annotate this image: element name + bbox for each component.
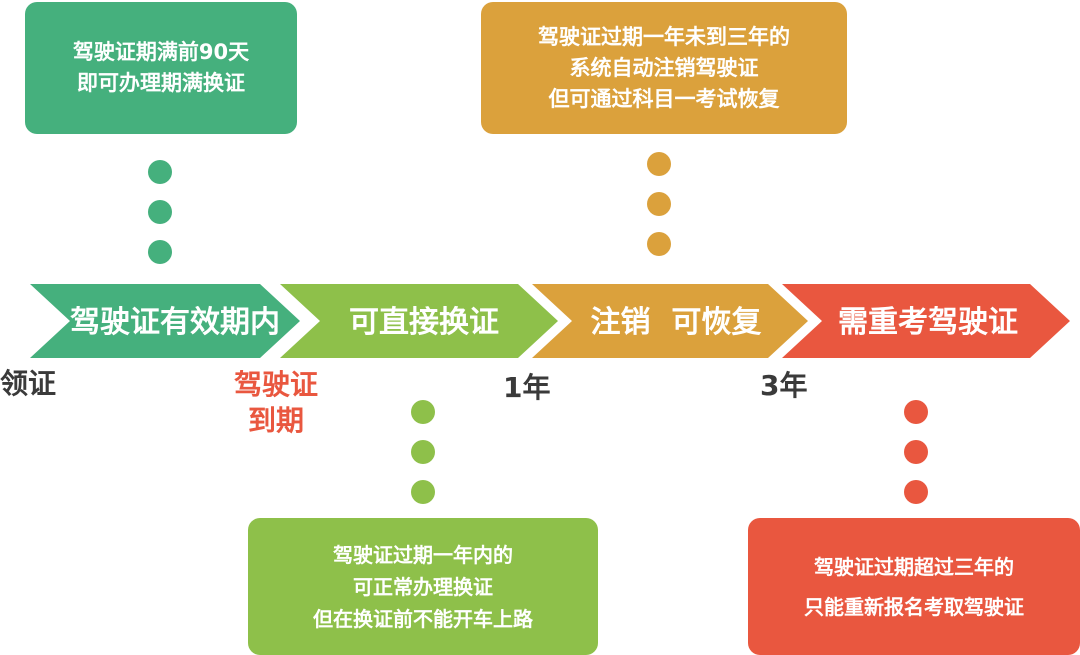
callout-line: 系统自动注销驾驶证: [569, 55, 759, 80]
timeline-label-valid: 驾驶证有效期内: [70, 305, 280, 340]
connector-dot: [411, 400, 435, 424]
callout-line: 但在换证前不能开车上路: [313, 606, 533, 631]
callout-line: 驾驶证期满前90天: [72, 40, 250, 64]
timeline-segment-renew: [280, 284, 558, 358]
timeline-label-retest: 需重考驾驶证: [838, 305, 1018, 340]
connector-dot: [904, 480, 928, 504]
milestone-expiry-line: 到期: [248, 404, 305, 437]
callout-line: 驾驶证过期超过三年的: [814, 554, 1014, 579]
connector-dot: [148, 200, 172, 224]
callout-auto-cancel: 驾驶证过期一年未到三年的 系统自动注销驾驶证 但可通过科目一考试恢复: [481, 2, 847, 134]
connector-dot: [904, 400, 928, 424]
callout-line: 但可通过科目一考试恢复: [548, 86, 780, 111]
connector-dot: [148, 240, 172, 264]
connector-dot: [647, 232, 671, 256]
callout-line: 即可办理期满换证: [77, 71, 245, 95]
milestone-one-year: 1年: [503, 371, 551, 404]
callout-renew-before-expiry: 驾驶证期满前90天 即可办理期满换证: [25, 2, 297, 134]
connector-dot: [148, 160, 172, 184]
connector-dot: [411, 480, 435, 504]
connector-dot: [647, 152, 671, 176]
callout-retest: 驾驶证过期超过三年的 只能重新报名考取驾驶证: [748, 518, 1080, 655]
milestone-three-year: 3年: [760, 369, 808, 402]
milestone-license: 领证: [0, 367, 57, 400]
timeline-segment-retest: [782, 284, 1070, 358]
callout-line: 驾驶证过期一年未到三年的: [538, 24, 790, 49]
timeline-label-renew: 可直接换证: [349, 305, 499, 340]
timeline-segment-valid: [30, 284, 300, 358]
timeline-label-cancel: 注销 可恢复: [591, 305, 762, 340]
connector-dot: [904, 440, 928, 464]
callout-line: 驾驶证过期一年内的: [333, 542, 513, 567]
connector-dot: [411, 440, 435, 464]
callout-renew-within-year: 驾驶证过期一年内的 可正常办理换证 但在换证前不能开车上路: [248, 518, 598, 655]
callout-line: 可正常办理换证: [353, 574, 493, 599]
timeline-segment-cancel: [532, 284, 808, 358]
callout-line: 只能重新报名考取驾驶证: [804, 594, 1024, 619]
milestone-expiry: 驾驶证 到期: [234, 367, 318, 439]
connector-dot: [647, 192, 671, 216]
milestone-expiry-line: 驾驶证: [234, 368, 319, 401]
